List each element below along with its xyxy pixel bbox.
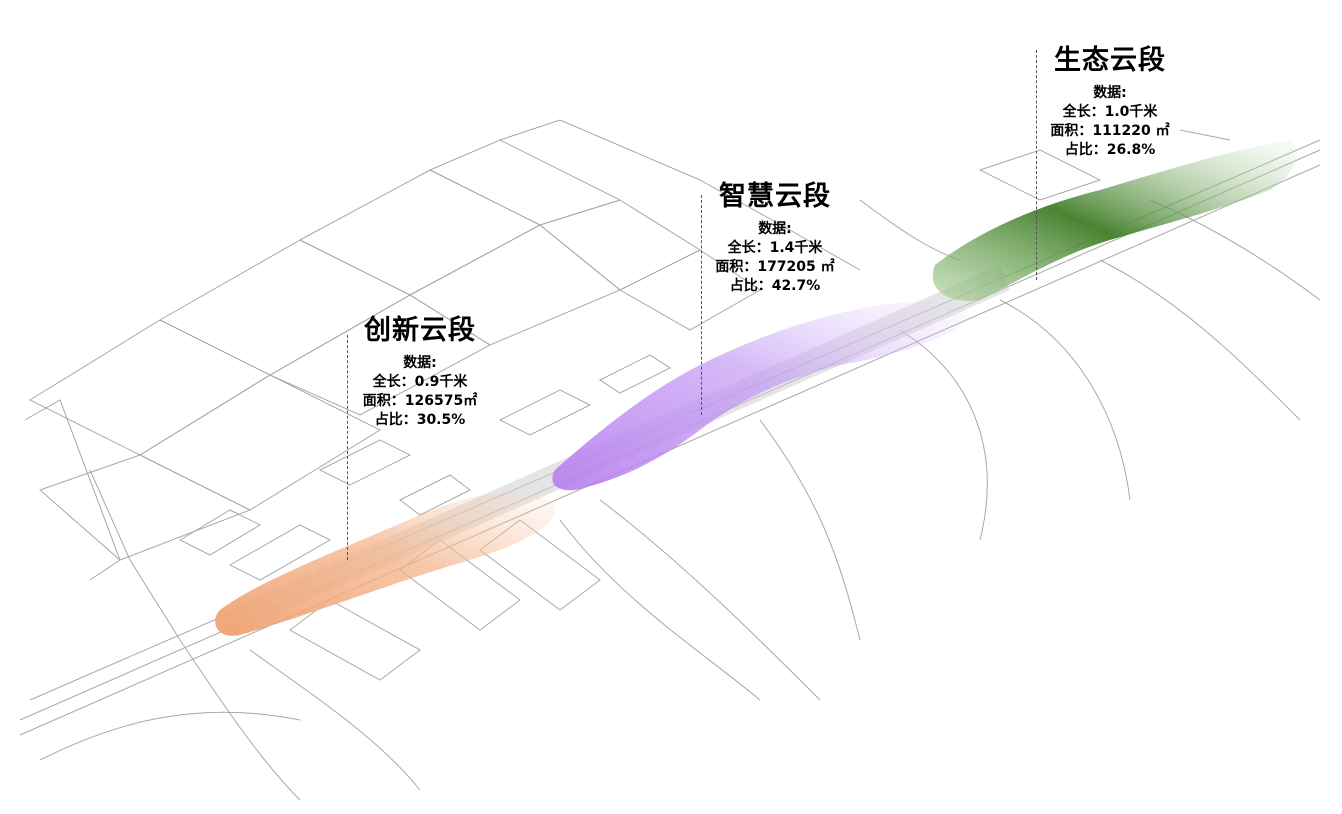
length-value: 全长：0.9千米: [372, 374, 468, 390]
leader-line-smart: [701, 195, 702, 415]
segment-title: 生态云段: [1054, 45, 1166, 76]
length-value: 全长：1.0千米: [1062, 104, 1158, 120]
length-value: 全长：1.4千米: [727, 240, 823, 256]
segment-title: 智慧云段: [719, 181, 831, 212]
leader-line-innovation: [347, 335, 348, 560]
share-value: 占比：42.7%: [729, 278, 821, 294]
share-value: 占比：30.5%: [374, 412, 466, 428]
share-value: 占比：26.8%: [1064, 142, 1156, 158]
data-heading: 数据:: [403, 355, 437, 371]
area-value: 面积：177205 ㎡: [715, 259, 835, 275]
segment-shape-smart: [552, 301, 970, 491]
segment-label-smart: 智慧云段 数据: 全长：1.4千米 面积：177205 ㎡ 占比：42.7%: [705, 180, 845, 296]
data-heading: 数据:: [1093, 85, 1127, 101]
area-value: 面积：126575㎡: [362, 393, 478, 409]
segment-label-ecology: 生态云段 数据: 全长：1.0千米 面积：111220 ㎡ 占比：26.8%: [1040, 44, 1180, 160]
data-heading: 数据:: [758, 221, 792, 237]
segment-shape-innovation: [215, 491, 556, 636]
segment-label-innovation: 创新云段 数据: 全长：0.9千米 面积：126575㎡ 占比：30.5%: [355, 314, 485, 430]
segment-title: 创新云段: [364, 315, 476, 346]
leader-line-ecology: [1036, 50, 1037, 280]
segment-shape-ecology: [932, 140, 1298, 301]
area-value: 面积：111220 ㎡: [1050, 123, 1170, 139]
